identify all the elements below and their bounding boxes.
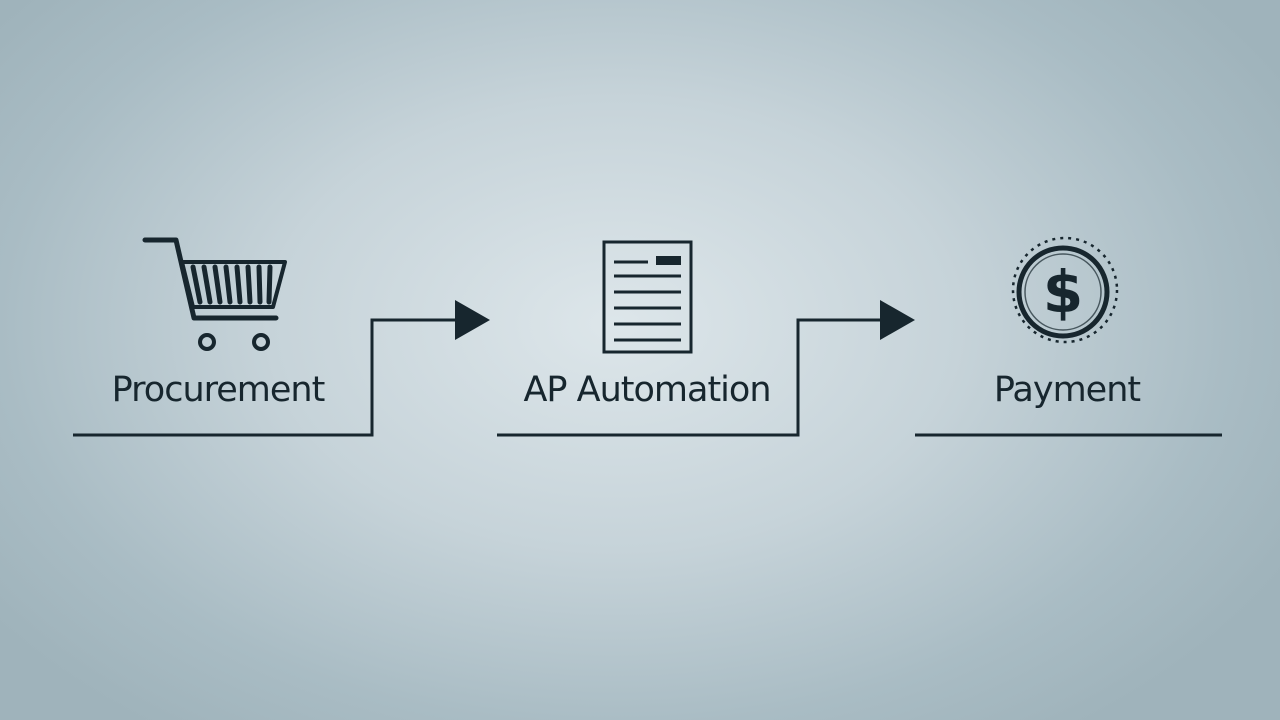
svg-text:$: $	[1043, 258, 1083, 326]
shopping-cart-icon	[142, 237, 287, 351]
invoice-document-icon	[602, 240, 693, 354]
arrowhead-1	[455, 300, 490, 340]
dollar-coin-icon: $	[1011, 236, 1119, 344]
arrowhead-2	[880, 300, 915, 340]
step-label-payment: Payment	[993, 370, 1141, 410]
step-label-procurement: Procurement	[111, 370, 326, 410]
connector-ap-to-payment	[497, 318, 882, 437]
connector-procurement-to-ap	[73, 318, 458, 437]
step-label-ap-automation: AP Automation	[523, 370, 771, 410]
